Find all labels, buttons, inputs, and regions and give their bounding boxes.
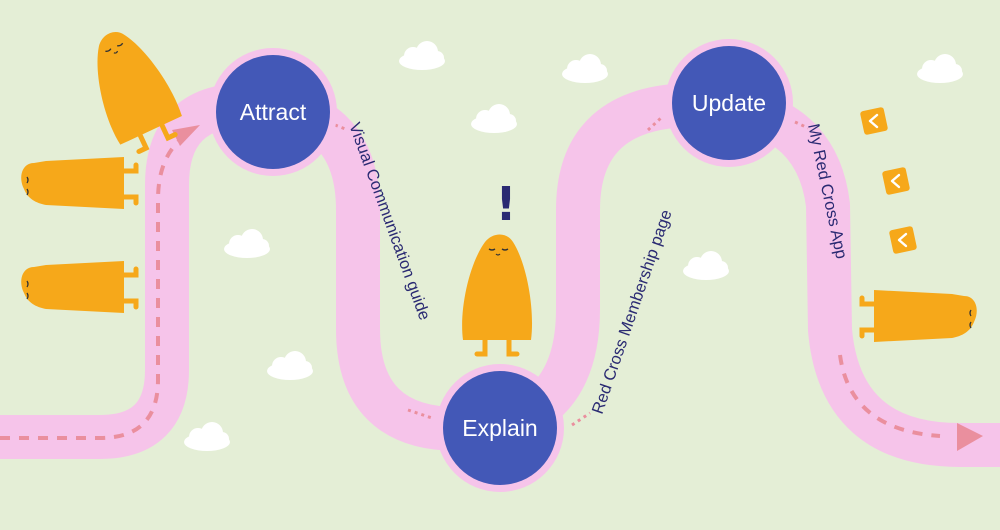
path-label: Red Cross Membership page — [589, 208, 676, 417]
cloud-icon — [562, 54, 608, 83]
chevron-badge-icon — [860, 107, 888, 135]
cloud-icon — [399, 41, 445, 70]
cloud-icon — [471, 104, 517, 133]
cloud-icon — [184, 422, 230, 451]
chevron-badge-icon — [889, 226, 917, 254]
cloud-icon — [224, 229, 270, 258]
character-icon — [75, 20, 189, 158]
cloud-icon — [917, 54, 963, 83]
character-icon — [21, 261, 136, 313]
chevron-badge-icon — [882, 167, 910, 195]
stage-node-update: Update — [665, 39, 793, 167]
stage-node-explain: Explain — [436, 364, 564, 492]
character-icon — [21, 157, 136, 209]
stage-label: Attract — [240, 99, 307, 125]
exclamation-mark: ! — [496, 177, 517, 231]
character-icon — [862, 290, 977, 342]
character-icon — [462, 235, 532, 355]
stage-label: Update — [692, 90, 766, 116]
dotted-connector — [572, 413, 590, 425]
cloud-icon — [267, 351, 313, 380]
stage-label: Explain — [462, 415, 537, 441]
stage-node-attract: Attract — [209, 48, 337, 176]
cloud-icon — [683, 251, 729, 280]
